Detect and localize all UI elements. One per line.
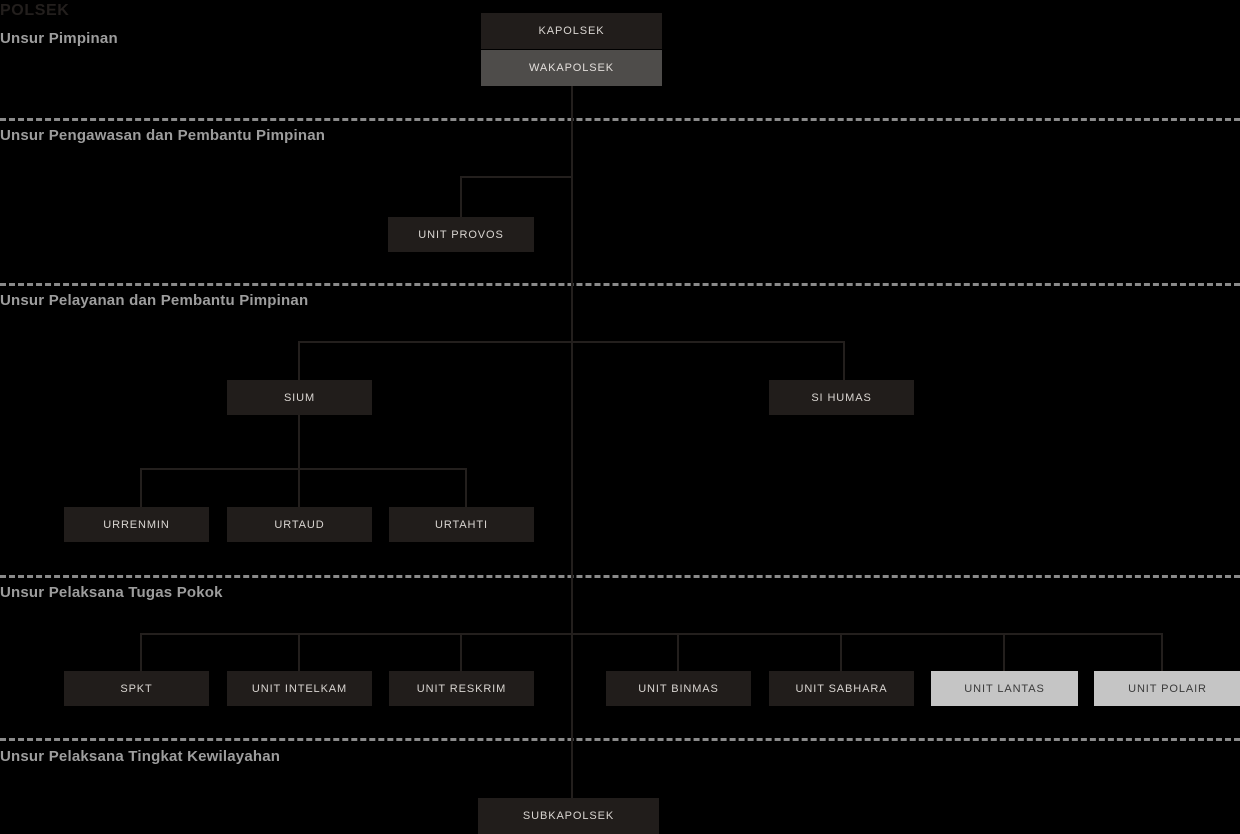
connector-pelayanan-bus xyxy=(299,341,845,343)
section-label-unsur-pelaksana-tugas-pokok: Unsur Pelaksana Tugas Pokok xyxy=(0,584,223,601)
connector-polair-drop xyxy=(1161,633,1163,673)
node-urtaud[interactable]: URTAUD xyxy=(227,507,372,542)
node-sium[interactable]: SIUM xyxy=(227,380,372,415)
node-urtahti[interactable]: URTAHTI xyxy=(389,507,534,542)
connector-sium-drop xyxy=(298,341,300,381)
connector-lantas-drop xyxy=(1003,633,1005,673)
connector-reskrim-drop xyxy=(460,633,462,673)
section-label-unsur-pelayanan: Unsur Pelayanan dan Pembantu Pimpinan xyxy=(0,292,309,309)
node-subkapolsek[interactable]: SUBKAPOLSEK xyxy=(478,798,659,834)
section-divider-3 xyxy=(0,575,1240,578)
connector-intelkam-drop xyxy=(298,633,300,673)
node-unit-binmas[interactable]: UNIT BINMAS xyxy=(606,671,751,706)
node-unit-lantas[interactable]: UNIT LANTAS xyxy=(931,671,1078,706)
page-title: POLSEK xyxy=(0,2,70,19)
connector-urusan-bus xyxy=(141,468,467,470)
node-unit-reskrim[interactable]: UNIT RESKRIM xyxy=(389,671,534,706)
trunk-line-main xyxy=(571,85,573,798)
connector-sium-stem xyxy=(298,414,300,508)
connector-sabhara-drop xyxy=(840,633,842,673)
connector-provos-vertical xyxy=(460,176,462,218)
node-unit-intelkam[interactable]: UNIT INTELKAM xyxy=(227,671,372,706)
section-label-unsur-pengawasan: Unsur Pengawasan dan Pembantu Pimpinan xyxy=(0,127,326,144)
node-unit-sabhara[interactable]: UNIT SABHARA xyxy=(769,671,914,706)
node-spkt[interactable]: SPKT xyxy=(64,671,209,706)
node-wakapolsek[interactable]: WAKAPOLSEK xyxy=(481,50,662,86)
section-label-unsur-pelaksana-kewilayahan: Unsur Pelaksana Tingkat Kewilayahan xyxy=(0,748,281,765)
section-label-unsur-pimpinan: Unsur Pimpinan xyxy=(0,30,118,47)
section-divider-1 xyxy=(0,118,1240,121)
node-si-humas[interactable]: SI HUMAS xyxy=(769,380,914,415)
connector-provos-horizontal xyxy=(461,176,573,178)
connector-urtahti-drop xyxy=(465,468,467,508)
section-divider-2 xyxy=(0,283,1240,286)
section-divider-4 xyxy=(0,738,1240,741)
connector-pelaksana-bus xyxy=(141,633,1162,635)
node-unit-provos[interactable]: UNIT PROVOS xyxy=(388,217,534,252)
node-urrenmin[interactable]: URRENMIN xyxy=(64,507,209,542)
connector-urrenmin-drop xyxy=(140,468,142,508)
connector-binmas-drop xyxy=(677,633,679,673)
node-unit-polair[interactable]: UNIT POLAIR xyxy=(1094,671,1240,706)
node-kapolsek[interactable]: KAPOLSEK xyxy=(481,13,662,49)
connector-spkt-drop xyxy=(140,633,142,673)
connector-sihumas-drop xyxy=(843,341,845,381)
